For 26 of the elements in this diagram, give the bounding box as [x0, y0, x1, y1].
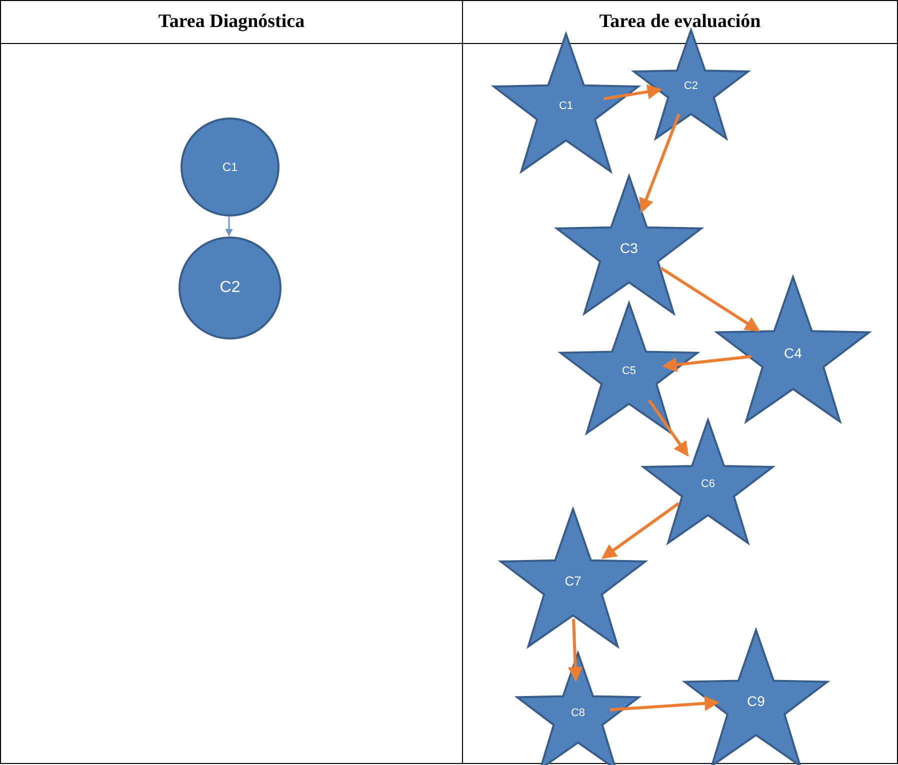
column-header: Tarea de evaluación [599, 11, 761, 33]
node-label: C2 [220, 279, 240, 297]
node-label: C6 [700, 478, 716, 490]
node-label: C8 [570, 707, 586, 719]
node-label: C1 [558, 100, 574, 112]
arrow [603, 84, 662, 100]
table-column [462, 0, 898, 764]
node-label: C7 [564, 574, 582, 588]
table-column [0, 0, 463, 764]
arrow [610, 696, 720, 712]
node-label: C2 [684, 80, 698, 92]
node-label: C9 [747, 693, 765, 709]
circle-node [180, 117, 280, 217]
node-label: C5 [622, 365, 636, 377]
arrow [648, 399, 689, 457]
node-label: C3 [620, 240, 638, 256]
node-label: C4 [784, 345, 802, 361]
arrow [568, 618, 583, 682]
arrow [225, 216, 233, 236]
node-label: C1 [222, 160, 238, 174]
arrow [660, 266, 760, 332]
circle-node [178, 236, 282, 340]
column-header: Tarea Diagnóstica [158, 11, 305, 33]
arrow [662, 355, 752, 372]
arrow [639, 113, 680, 214]
arrow [601, 502, 680, 559]
